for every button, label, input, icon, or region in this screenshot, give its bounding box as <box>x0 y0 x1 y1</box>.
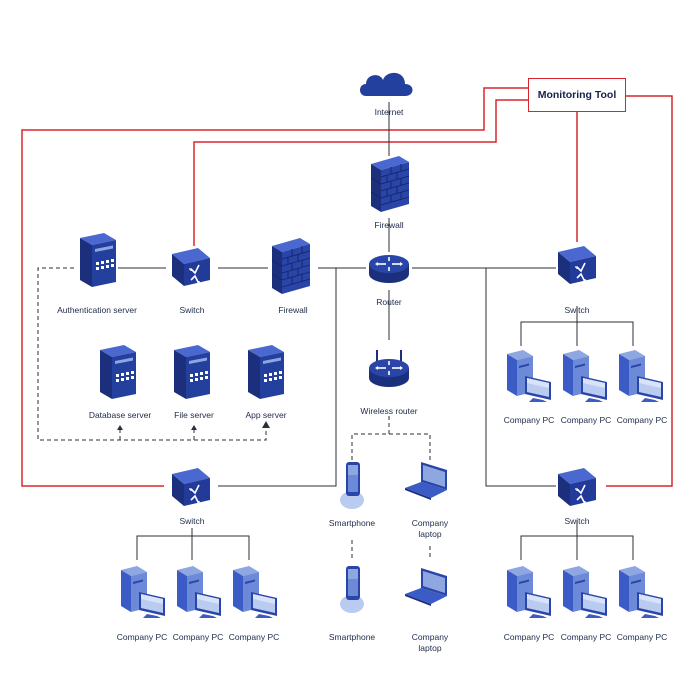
monitoring-links <box>21 87 673 487</box>
router-icon <box>368 254 410 284</box>
pc-right-top-1-icon <box>507 350 551 402</box>
smartphone-1-label: Smartphone <box>328 518 376 528</box>
pc-right-bottom-3-icon <box>619 566 663 618</box>
pc-right-bottom-3-label: Company PC <box>616 632 668 642</box>
internet-label: Internet <box>374 107 404 117</box>
app-server-label: App server <box>245 410 287 420</box>
pc-right-bottom-1-label: Company PC <box>503 632 555 642</box>
pc-bottom-left-3-label: Company PC <box>228 632 280 642</box>
dashed-links <box>37 267 431 560</box>
database-server-icon <box>100 345 136 399</box>
switch-right-top-icon <box>557 245 597 285</box>
pc-bottom-left-3-icon <box>233 566 277 618</box>
pc-bottom-left-1-icon <box>121 566 165 618</box>
firewall-top-label: Firewall <box>374 220 404 230</box>
firewall-left-icon <box>271 237 311 295</box>
switch-left-icon <box>171 247 211 287</box>
pc-bottom-left-2-icon <box>177 566 221 618</box>
internet-cloud-icon <box>360 72 413 96</box>
authentication-server-label: Authentication server <box>57 305 137 315</box>
smartphone-2-label: Smartphone <box>328 632 376 642</box>
switch-left-label: Switch <box>179 305 205 315</box>
laptop-1-label: Company laptop <box>411 518 449 539</box>
pc-right-top-3-label: Company PC <box>616 415 668 425</box>
smartphone-2-icon <box>340 566 364 613</box>
database-server-label: Database server <box>88 410 152 420</box>
switch-bottom-left-label: Switch <box>179 516 205 526</box>
network-links <box>118 102 634 560</box>
pc-bottom-left-2-label: Company PC <box>172 632 224 642</box>
monitoring-tool-label: Monitoring Tool <box>537 89 617 101</box>
pc-right-top-3-icon <box>619 350 663 402</box>
firewall-left-label: Firewall <box>278 305 308 315</box>
pc-right-top-2-icon <box>563 350 607 402</box>
switch-right-top-label: Switch <box>564 305 590 315</box>
wireless-router-label: Wireless router <box>360 406 418 416</box>
router-label: Router <box>376 297 402 307</box>
pc-right-bottom-2-label: Company PC <box>560 632 612 642</box>
laptop-1-icon <box>405 462 447 500</box>
pc-right-top-2-label: Company PC <box>560 415 612 425</box>
app-server-icon <box>248 345 284 399</box>
arrow-heads <box>117 421 270 430</box>
switch-right-bottom-icon <box>557 467 597 507</box>
laptop-2-label: Company laptop <box>411 632 449 653</box>
authentication-server-icon <box>80 233 116 287</box>
pc-right-bottom-1-icon <box>507 566 551 618</box>
wireless-router-icon <box>368 350 410 388</box>
file-server-label: File server <box>174 410 214 420</box>
switch-right-bottom-label: Switch <box>564 516 590 526</box>
file-server-icon <box>174 345 210 399</box>
laptop-2-icon <box>405 568 447 606</box>
switch-bottom-left-icon <box>171 467 211 507</box>
firewall-top-icon <box>370 155 410 213</box>
pc-bottom-left-1-label: Company PC <box>116 632 168 642</box>
monitoring-tool-box: Monitoring Tool <box>528 78 626 112</box>
smartphone-1-icon <box>340 462 364 509</box>
pc-right-top-1-label: Company PC <box>503 415 555 425</box>
pc-right-bottom-2-icon <box>563 566 607 618</box>
